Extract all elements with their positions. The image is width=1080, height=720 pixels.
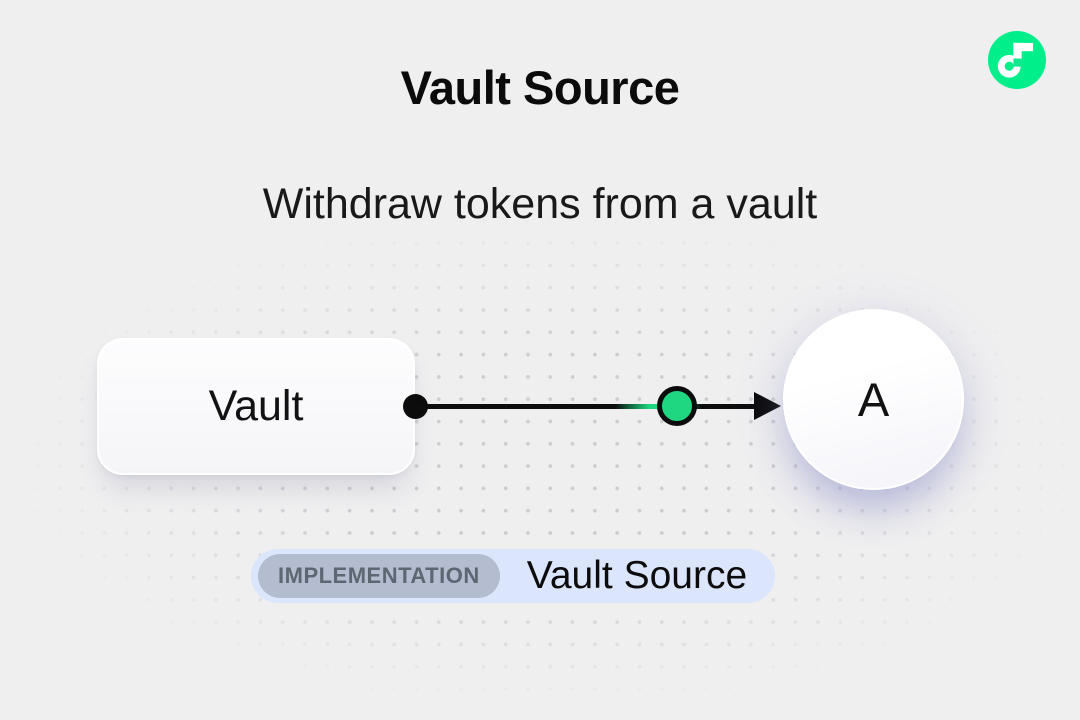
vault-node-label: Vault xyxy=(208,382,304,430)
implementation-label: Vault Source xyxy=(526,554,748,597)
arrowhead-icon xyxy=(754,392,781,420)
account-node-label: A xyxy=(857,373,890,426)
connector-line xyxy=(415,404,760,409)
page-title: Vault Source xyxy=(400,61,680,114)
implementation-tag: IMPLEMENTATION xyxy=(258,554,500,598)
account-node: A xyxy=(783,309,964,490)
page-subtitle: Withdraw tokens from a vault xyxy=(262,180,818,228)
flow-logo-icon xyxy=(988,31,1046,89)
connector-token-node xyxy=(657,386,697,426)
vault-node: Vault xyxy=(97,338,415,475)
implementation-badge: IMPLEMENTATION Vault Source xyxy=(251,549,776,603)
